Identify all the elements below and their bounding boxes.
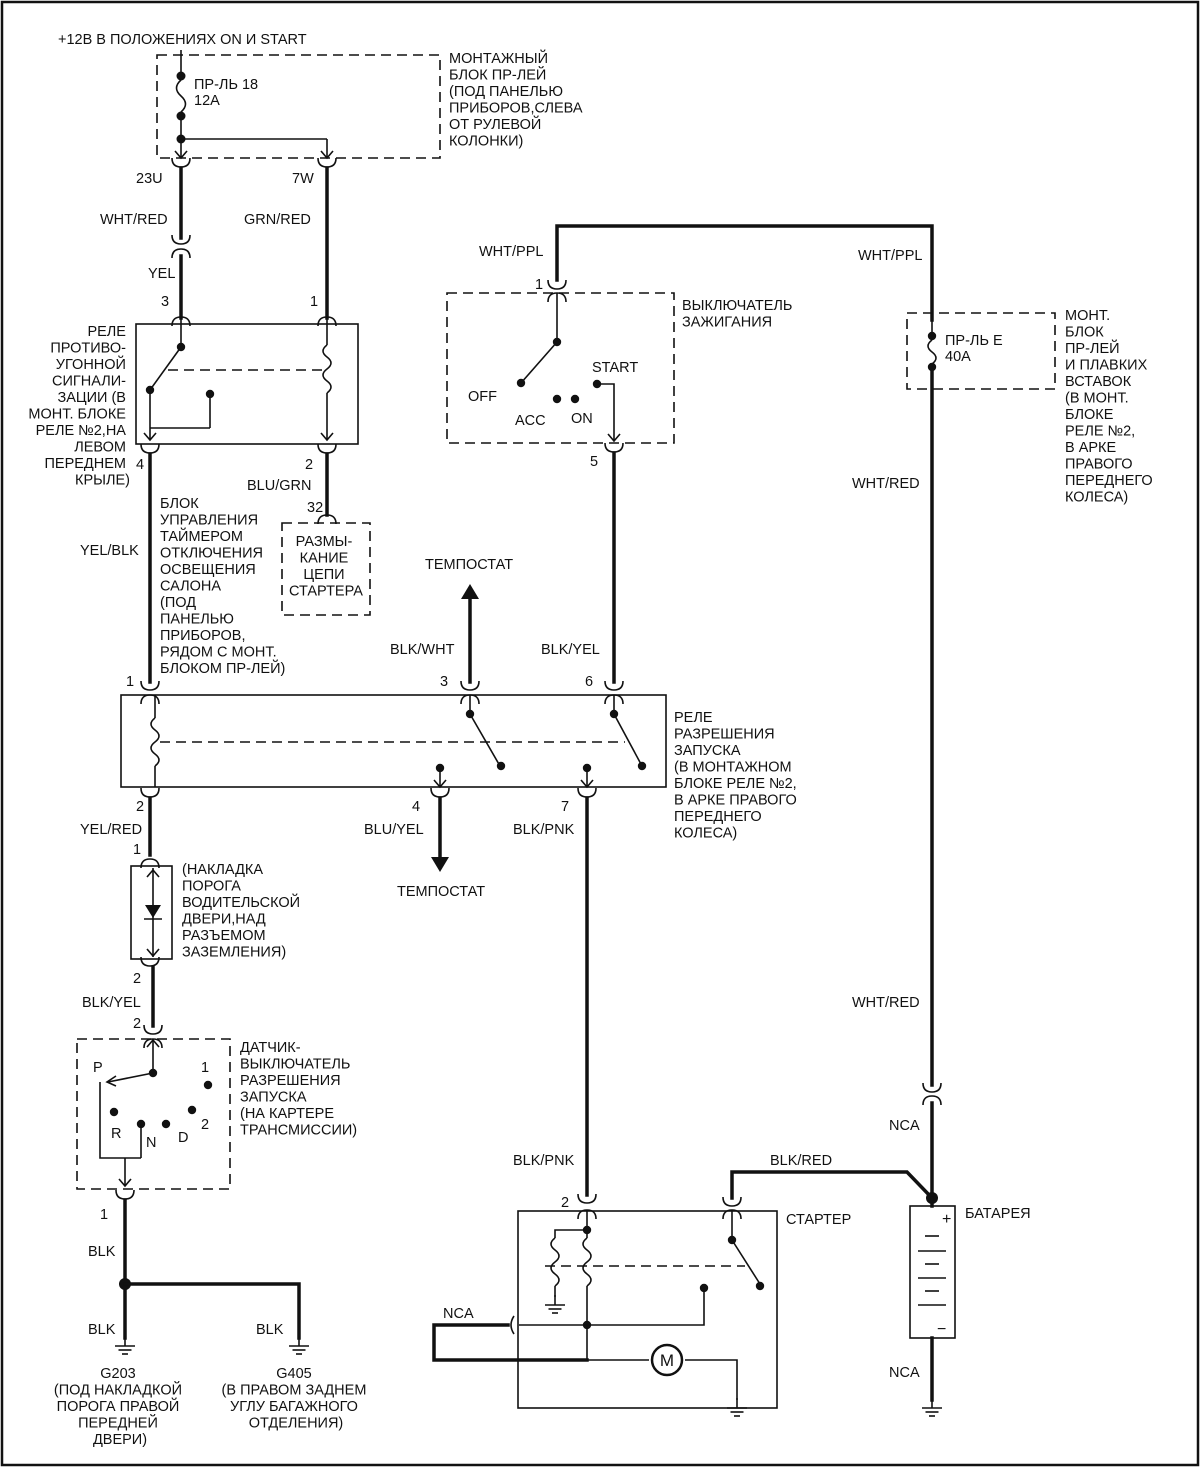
wire-label-blk-1: BLK (88, 1244, 116, 1260)
wire-label-blk-pnk-1: BLK/PNK (513, 822, 575, 838)
sill-pin-2: 2 (133, 971, 141, 987)
start-relay-pin-1: 1 (126, 674, 134, 690)
ground-g203: G203 (ПОД НАКЛАДКОЙ ПОРОГА ПРАВОЙ ПЕРЕДН… (54, 1335, 186, 1448)
wire-label-nca-bottom: NCA (889, 1365, 920, 1381)
tempostat-label-top: ТЕМПОСТАТ (425, 557, 513, 573)
wire-label-blk-red: BLK/RED (770, 1153, 832, 1169)
tempostat-up: ТЕМПОСТАТ (425, 557, 513, 684)
battery: + − БАТАРЕЯ (909, 1196, 1031, 1339)
battery-minus: − (937, 1321, 946, 1338)
wire-label-wht-ppl-left: WHT/PPL (479, 244, 543, 260)
antitheft-relay: РЕЛЕ ПРОТИВО- УГОННОЙ СИГНАЛИ- ЗАЦИИ (В … (28, 316, 359, 489)
wire-label-nca-left: NCA (443, 1306, 474, 1322)
wire-label-blk-pnk-2: BLK/PNK (513, 1153, 575, 1169)
wire-label-wht-red: WHT/RED (100, 212, 168, 228)
battery-label: БАТАРЕЯ (965, 1206, 1031, 1222)
wire-label-wht-ppl-right: WHT/PPL (858, 248, 922, 264)
wire-label-grn-red: GRN/RED (244, 212, 311, 228)
ground-g203-label: G203 (ПОД НАКЛАДКОЙ ПОРОГА ПРАВОЙ ПЕРЕДН… (54, 1366, 186, 1448)
ignition-pos-start: START (592, 360, 638, 376)
fuse-block-engine-label: МОНТ. БЛОК ПР-ЛЕЙ И ПЛАВКИХ ВСТАВОК (В М… (1065, 308, 1157, 506)
range-pos-1: 1 (201, 1060, 209, 1076)
starter: M СТАРТЕР (510, 1209, 851, 1417)
antitheft-pin-4: 4 (136, 457, 144, 473)
antitheft-pin-2: 2 (305, 457, 313, 473)
tempostat-label-bottom: ТЕМПОСТАТ (397, 884, 485, 900)
sill-pin-1: 1 (133, 842, 141, 858)
wire-blk-g405 (123, 1282, 301, 1340)
ground-g405: G405 (В ПРАВОМ ЗАДНЕМ УГЛУ БАГАЖНОГО ОТД… (222, 1335, 371, 1432)
wire-label-yel-blk: YEL/BLK (80, 543, 139, 559)
start-relay-pin-2: 2 (136, 799, 144, 815)
fuse-block-engine: ПР-ЛЬ Е 40А МОНТ. БЛОК ПР-ЛЕЙ И ПЛАВКИХ … (906, 308, 1157, 506)
start-relay-pin-6: 6 (585, 674, 593, 690)
range-switch-pin-1: 1 (100, 1207, 108, 1223)
ignition-pos-acc: ACC (515, 413, 546, 429)
wire-label-blk-2: BLK (88, 1322, 116, 1338)
tempostat-down: ТЕМПОСТАТ (397, 796, 485, 900)
range-pos-p: P (93, 1060, 103, 1076)
fuse-block-panel: МОНТАЖНЫЙ БЛОК ПР-ЛЕЙ (ПОД ПАНЕЛЬЮ ПРИБО… (156, 49, 587, 159)
ground-g405-label: G405 (В ПРАВОМ ЗАДНЕМ УГЛУ БАГАЖНОГО ОТД… (222, 1366, 371, 1432)
fuse-18: ПР-ЛЬ 18 12А (174, 50, 334, 160)
ignition-switch-label: ВЫКЛЮЧАТЕЛЬ ЗАЖИГАНИЯ (682, 298, 796, 331)
range-pos-2: 2 (201, 1117, 209, 1133)
wire-label-blu-grn: BLU/GRN (247, 478, 311, 494)
fuse-18-label: ПР-ЛЬ 18 12А (194, 77, 262, 109)
starter-pin-2: 2 (561, 1195, 569, 1211)
sill-plate-label: (НАКЛАДКА ПОРОГА ВОДИТЕЛЬСКОЙ ДВЕРИ,НАД … (182, 862, 304, 961)
ignition-pin-5: 5 (590, 454, 598, 470)
wire-label-blu-yel: BLU/YEL (364, 822, 424, 838)
pin-32: 32 (307, 500, 323, 516)
wire-label-blk-wht: BLK/WHT (390, 642, 455, 658)
wire-label-yel: YEL (148, 266, 175, 282)
wire-label-wht-red-right-2: WHT/RED (852, 995, 920, 1011)
ignition-pin-1: 1 (535, 277, 543, 293)
wire-label-blk-yel: BLK/YEL (541, 642, 600, 658)
range-pos-r: R (111, 1126, 121, 1142)
wire-wht-ppl (555, 224, 934, 322)
wire-blk-red (730, 1170, 935, 1201)
range-switch-label: ДАТЧИК- ВЫКЛЮЧАТЕЛЬ РАЗРЕШЕНИЯ ЗАПУСКА (… (240, 1040, 357, 1139)
wire-nca-starter (432, 1323, 589, 1362)
wire-label-yel-red: YEL/RED (80, 822, 142, 838)
sill-plate: (НАКЛАДКА ПОРОГА ВОДИТЕЛЬСКОЙ ДВЕРИ,НАД … (130, 858, 304, 967)
range-switch-pin-2: 2 (133, 1016, 141, 1032)
motor-symbol: M (660, 1351, 674, 1370)
start-relay-pin-3: 3 (440, 674, 448, 690)
antitheft-relay-label: РЕЛЕ ПРОТИВО- УГОННОЙ СИГНАЛИ- ЗАЦИИ (В … (28, 324, 130, 489)
ignition-pos-off: OFF (468, 389, 497, 405)
antitheft-pin-1: 1 (310, 294, 318, 310)
fuse-block-panel-label: МОНТАЖНЫЙ БЛОК ПР-ЛЕЙ (ПОД ПАНЕЛЬЮ ПРИБО… (449, 49, 587, 150)
starter-cut-box: РАЗМЫ- КАНИЕ ЦЕПИ СТАРТЕРА (281, 522, 371, 616)
timer-block-label: БЛОК УПРАВЛЕНИЯ ТАЙМЕРОМ ОТКЛЮЧЕНИЯ ОСВЕ… (160, 496, 285, 677)
wire-label-wht-red-right-1: WHT/RED (852, 476, 920, 492)
fuse-e-label: ПР-ЛЬ Е 40А (945, 333, 1007, 365)
supply-label: +12В В ПОЛОЖЕНИЯХ ON И START (58, 32, 307, 48)
range-pos-d: D (178, 1130, 188, 1146)
antitheft-pin-3: 3 (161, 294, 169, 310)
range-switch: P R N D 2 1 ДАТЧИК- ВЫКЛЮЧАТЕЛЬ РАЗРЕШЕН… (76, 1038, 357, 1190)
pin-7w: 7W (292, 171, 314, 187)
pin-23u: 23U (136, 171, 163, 187)
starter-cut-label: РАЗМЫ- КАНИЕ ЦЕПИ СТАРТЕРА (289, 534, 363, 600)
start-relay-pin-4: 4 (412, 799, 420, 815)
battery-plus: + (942, 1211, 951, 1228)
wire-label-nca-right: NCA (889, 1118, 920, 1134)
ignition-pos-on: ON (571, 411, 593, 427)
range-pos-n: N (146, 1135, 156, 1151)
start-relay-pin-7: 7 (561, 799, 569, 815)
battery-ground (921, 1397, 943, 1417)
starter-label: СТАРТЕР (786, 1212, 851, 1228)
ignition-switch: OFF ACC ON START ВЫКЛЮЧАТЕЛЬ ЗАЖИГАНИЯ (446, 292, 796, 444)
wire-label-blk-3: BLK (256, 1322, 284, 1338)
wire-label-blk-yel-left: BLK/YEL (82, 995, 141, 1011)
start-relay: РЕЛЕ РАЗРЕШЕНИЯ ЗАПУСКА (В МОНТАЖНОМ БЛО… (120, 694, 801, 842)
start-relay-label: РЕЛЕ РАЗРЕШЕНИЯ ЗАПУСКА (В МОНТАЖНОМ БЛО… (674, 710, 801, 842)
